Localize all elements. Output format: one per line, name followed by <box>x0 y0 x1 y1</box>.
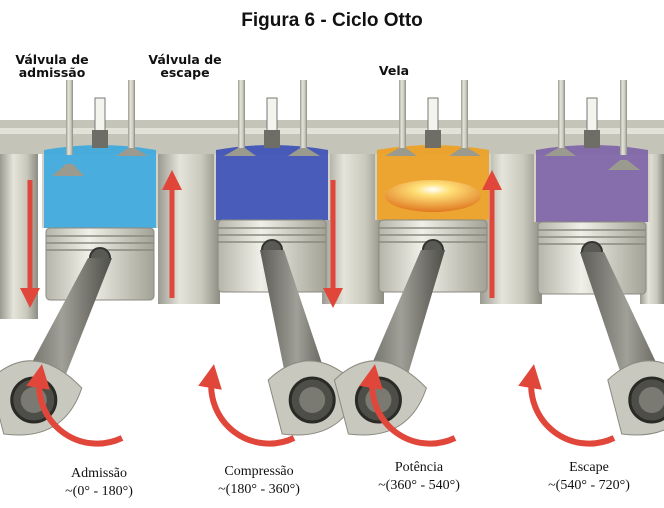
combustion-chamber-charge <box>536 145 648 222</box>
spark-plug-label: Vela <box>374 64 414 77</box>
spark-plug-insulator <box>267 98 277 132</box>
spark-plug-insulator <box>95 98 105 132</box>
spark-plug-body <box>425 130 441 148</box>
intake-valve-stem <box>238 80 245 155</box>
combustion-chamber-charge <box>44 145 156 228</box>
intake-valve-stem <box>558 80 565 155</box>
intake-valve-stem <box>66 80 73 155</box>
block-wall <box>158 154 220 304</box>
exhaust-valve-stem <box>128 80 135 155</box>
stage-name-exhaust: Escape <box>514 460 664 476</box>
crank-pin-core <box>299 387 325 413</box>
combustion-chamber-charge <box>216 145 328 220</box>
intake-valve-stem <box>399 80 406 155</box>
stage-range-compression: ~(180° - 360°) <box>184 482 334 498</box>
stage-range-exhaust: ~(540° - 720°) <box>514 478 664 494</box>
spark-plug-body <box>584 130 600 148</box>
stage-name-intake: Admissão <box>24 466 174 482</box>
stage-name-compression: Compressão <box>184 464 334 480</box>
stage-name-power: Potência <box>344 460 494 476</box>
exhaust-valve-stem <box>620 80 627 155</box>
spark-plug-body <box>264 130 280 148</box>
spark-plug-insulator <box>428 98 438 132</box>
ignition-flash <box>385 180 481 212</box>
crank-pin-core <box>639 387 664 413</box>
spark-plug-body <box>92 130 108 148</box>
rotation-arrow <box>531 376 614 444</box>
exhaust-valve-stem <box>300 80 307 155</box>
spark-plug-insulator <box>587 98 597 132</box>
stage-range-power: ~(360° - 540°) <box>344 478 494 494</box>
stage-range-intake: ~(0° - 180°) <box>24 484 174 500</box>
exhaust-valve-stem <box>461 80 468 155</box>
